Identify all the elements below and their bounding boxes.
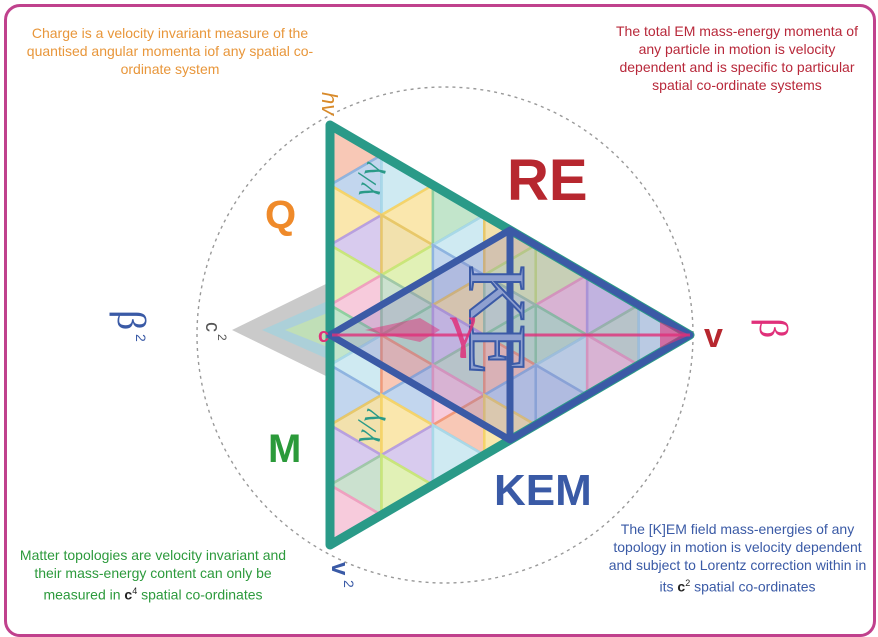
svg-text:v: v [326, 562, 353, 576]
c-center-label: c [318, 325, 329, 347]
q-label: Q [265, 193, 296, 237]
em-mass-energy-note: The total EM mass-energy momenta of any … [616, 23, 858, 93]
svg-text:2: 2 [341, 580, 357, 588]
kem-label: KEM [494, 466, 592, 515]
v2-label: v 2 [326, 562, 357, 588]
gamma-symbol: γ [449, 292, 477, 358]
kem-field-note: The [K]EM field mass-energies of any top… [608, 521, 867, 595]
v-label: v [704, 317, 723, 355]
pink-wedge [365, 318, 440, 342]
hv-label: hv [317, 92, 342, 117]
m-label: M [268, 427, 301, 471]
arrow-head [660, 322, 690, 348]
svg-text:β: β [109, 310, 154, 330]
matter-topologies-note: Matter topologies are velocity invariant… [19, 547, 287, 603]
c2-label: c 2 [201, 322, 229, 341]
charge-note: Charge is a velocity invariant measure o… [26, 25, 314, 77]
re-label: RE [507, 148, 588, 213]
svg-text:2: 2 [215, 334, 229, 341]
beta2-label: β 2 [109, 310, 154, 342]
beta-label: β [751, 318, 796, 338]
svg-text:c: c [201, 322, 223, 332]
svg-text:2: 2 [133, 334, 149, 342]
ke-label: KE [452, 265, 543, 374]
triangle-tiles [327, 122, 693, 548]
